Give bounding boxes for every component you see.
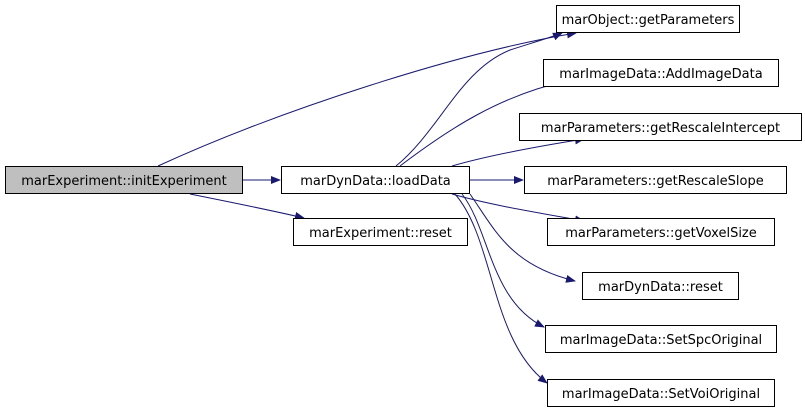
edge-loaddata-addimagedata xyxy=(399,79,567,167)
node-dyn-data-reset[interactable]: marDynData::reset xyxy=(582,272,739,300)
node-label: marExperiment::reset xyxy=(309,226,452,241)
node-label: marExperiment::initExperiment xyxy=(21,174,227,189)
node-label: marDynData::reset xyxy=(598,280,723,295)
node-set-voi-original[interactable]: marImageData::SetVoiOriginal xyxy=(547,379,775,407)
edge-loaddata-getvoxelsize xyxy=(451,193,585,224)
node-label: marObject::getParameters xyxy=(562,13,735,28)
edge-loaddata-getrescaleintercept xyxy=(451,136,585,167)
node-label: marImageData::AddImageData xyxy=(559,67,762,82)
node-label: marImageData::SetSpcOriginal xyxy=(560,333,762,348)
node-init-experiment[interactable]: marExperiment::initExperiment xyxy=(5,166,243,194)
node-label: marImageData::SetVoiOriginal xyxy=(562,387,760,402)
node-label: marParameters::getRescaleIntercept xyxy=(541,121,780,136)
edge-loaddata-getparameters xyxy=(395,32,563,167)
node-get-voxel-size[interactable]: marParameters::getVoxelSize xyxy=(547,218,775,246)
node-set-spc-original[interactable]: marImageData::SetSpcOriginal xyxy=(545,325,777,353)
node-load-data[interactable]: marDynData::loadData xyxy=(281,166,470,194)
node-add-image-data[interactable]: marImageData::AddImageData xyxy=(543,59,779,87)
node-get-rescale-slope[interactable]: marParameters::getRescaleSlope xyxy=(524,166,787,194)
node-get-rescale-intercept[interactable]: marParameters::getRescaleIntercept xyxy=(519,113,802,141)
node-label: marParameters::getRescaleSlope xyxy=(547,174,764,189)
node-label: marParameters::getVoxelSize xyxy=(565,226,757,241)
edges xyxy=(157,30,585,384)
edge-initexperiment-reset xyxy=(189,193,305,220)
node-experiment-reset[interactable]: marExperiment::reset xyxy=(293,218,468,246)
node-label: marDynData::loadData xyxy=(300,174,451,189)
edge-initexperiment-getparameters xyxy=(157,30,577,167)
edge-loaddata-setspcoriginal xyxy=(461,193,545,328)
edge-loaddata-setvoioriginal xyxy=(454,193,548,384)
edge-loaddata-dyndatareset xyxy=(469,193,576,283)
node-get-parameters[interactable]: marObject::getParameters xyxy=(556,5,740,33)
